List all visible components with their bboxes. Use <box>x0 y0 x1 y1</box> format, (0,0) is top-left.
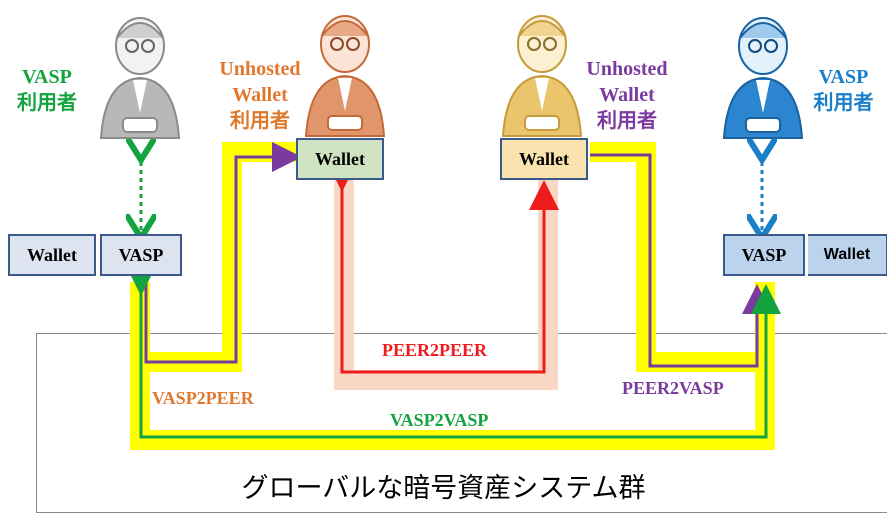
unhosted-user-right-line3: 利用者 <box>597 110 657 132</box>
vasp2peer-arrow <box>144 142 302 364</box>
peer2vasp-label: PEER2VASP <box>622 378 724 398</box>
vasp2vasp-label: VASP2VASP <box>390 410 489 430</box>
vasp-right-box: VASP <box>723 234 805 276</box>
peer2vasp-arrow <box>590 153 772 368</box>
vasp-user-left-label: VASP 利用者 <box>2 64 92 116</box>
unhosted-user-left-line1: Unhosted <box>219 58 301 80</box>
vasp-user-right-label: VASP 利用者 <box>800 64 887 116</box>
peer2peer-arrow <box>327 162 559 374</box>
unhosted-user-left-label: Unhosted Wallet 利用者 <box>205 56 315 134</box>
unhosted-user-right-line2: Wallet <box>599 84 655 106</box>
vasp-user-left-line1: VASP <box>22 66 72 88</box>
vasp-left-box: VASP <box>100 234 182 276</box>
wallet-far-right-box: Wallet <box>808 234 887 276</box>
unhosted-user-right-line1: Unhosted <box>586 58 668 80</box>
unhosted-user-left-line2: Wallet <box>232 84 288 106</box>
vasp2peer-label: VASP2PEER <box>152 388 254 408</box>
flow-lines <box>126 0 781 450</box>
vasp-user-left-line2: 利用者 <box>17 92 77 114</box>
vasp-user-right-line2: 利用者 <box>813 92 874 114</box>
wallet-unhosted-left-box: Wallet <box>296 138 384 180</box>
peer2peer-label: PEER2PEER <box>382 340 488 360</box>
system-group-label: グローバルな暗号資産システム群 <box>241 473 646 504</box>
unhosted-user-right-label: Unhosted Wallet 利用者 <box>572 56 682 134</box>
wallet-far-left-box: Wallet <box>8 234 96 276</box>
wallet-unhosted-right-box: Wallet <box>500 138 588 180</box>
unhosted-user-left-line3: 利用者 <box>230 110 290 132</box>
vasp-user-right-line1: VASP <box>818 66 869 88</box>
vasp2vasp-arrow <box>126 266 781 439</box>
